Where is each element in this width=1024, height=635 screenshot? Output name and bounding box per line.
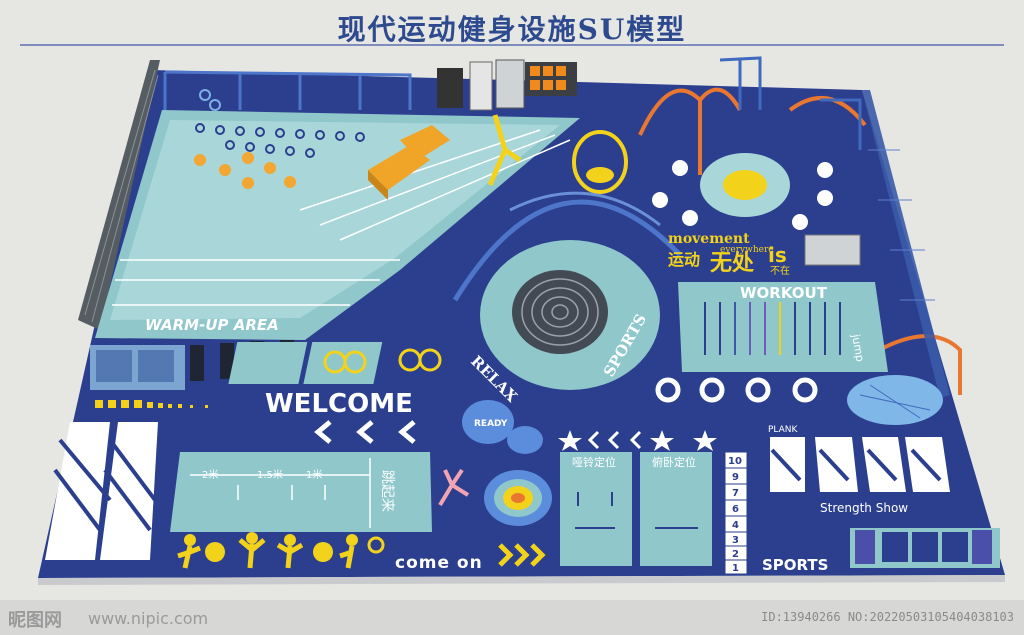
yaling-label: 哑铃定位 — [572, 455, 616, 469]
yundong-text: 运动 — [668, 250, 700, 269]
floor-letter-markers — [194, 152, 296, 189]
center-target-inner — [723, 170, 767, 200]
jumper-figure — [438, 468, 470, 507]
yellow-figures — [184, 532, 385, 562]
page-title: 现代运动健身设施SU模型 — [337, 13, 687, 46]
spinning-machine-base — [586, 167, 614, 183]
hop-10: 10 — [728, 456, 742, 467]
plyo-box-2 — [400, 125, 450, 160]
workout-panel — [678, 282, 888, 372]
distance-1m: 1米 — [306, 468, 322, 481]
fence-bars — [84, 69, 159, 323]
dot-strip — [95, 400, 208, 408]
workout-bars — [704, 302, 841, 355]
watermark-id: ID:13940266 NO:20220503105404038103 — [761, 610, 1014, 624]
blue-frames — [719, 56, 862, 150]
stripe-hatch-right — [770, 448, 942, 482]
stripe-hatch-left — [53, 438, 157, 532]
strength-mats — [882, 532, 968, 562]
statue-figure — [487, 114, 522, 186]
jump-far-label: 跳起来 — [379, 470, 395, 512]
right-fence — [862, 90, 950, 398]
strength-machines — [855, 530, 992, 564]
strength-show-label: Strength Show — [820, 501, 908, 515]
floor-ring-markers — [195, 123, 365, 158]
yellow-figure-bodies — [177, 538, 355, 569]
stripe-panels-left — [45, 422, 158, 560]
ready-label: READY — [474, 419, 508, 429]
central-arch — [452, 199, 682, 302]
chevron-row — [314, 420, 416, 444]
maze-rings — [521, 278, 599, 346]
hop-9: 9 — [732, 472, 739, 483]
ball-circle — [507, 426, 543, 454]
watermark-logo: 昵图网 — [8, 610, 62, 631]
title-underline — [20, 44, 1004, 46]
spinning-machine — [572, 130, 628, 194]
wuchu-text: 无处 — [710, 250, 754, 276]
sports-bottom-label: SPORTS — [762, 556, 828, 574]
long-jump-lines — [190, 458, 371, 528]
watermark-bar: 昵图网 www.nipic.com ID:13940266 NO:2022050… — [0, 600, 1024, 635]
hop-1: 1 — [732, 563, 739, 574]
net-lines — [859, 384, 931, 419]
bike-pad-2 — [303, 342, 383, 384]
small-chevrons — [587, 430, 642, 450]
ice-tub-2 — [138, 350, 174, 382]
target-center — [511, 493, 525, 503]
workout-label: WORKOUT — [740, 284, 828, 302]
kiosk-1 — [437, 68, 463, 108]
vending-machine — [495, 59, 525, 109]
fitness-plaza-render: RELAX SPORTS movement everywhere 运动 无处 i… — [38, 56, 1005, 585]
watermark-url: www.nipic.com — [88, 609, 209, 628]
ring-targets — [655, 377, 818, 403]
pullup-frames — [163, 70, 412, 110]
come-on-chevrons — [498, 543, 546, 567]
kiosk-2 — [469, 61, 493, 111]
plyo-box-1-side — [368, 170, 388, 200]
footprint-markers — [652, 160, 833, 230]
dumbbell-panel — [560, 452, 632, 566]
pushup-panel — [640, 452, 712, 566]
floor-edge — [38, 575, 1005, 585]
hop-2: 2 — [732, 549, 739, 560]
is-text: is — [768, 243, 787, 267]
hop-7: 7 — [732, 488, 739, 499]
dumbbell-marks — [575, 492, 698, 529]
welcome-label: WELCOME — [265, 389, 413, 419]
bike-pad-1 — [228, 342, 308, 384]
buzai-text: 不在 — [770, 265, 790, 277]
ready-circle — [462, 400, 514, 444]
everywhere-text: everywhere — [720, 245, 774, 255]
fuwo-label: 俯卧定位 — [652, 455, 696, 469]
screen-tiles — [530, 66, 566, 90]
star-row — [558, 430, 717, 451]
right-fence-grid — [868, 149, 935, 301]
come-on-label: come on — [395, 553, 483, 573]
jump-label: jump — [849, 332, 867, 363]
hop-3: 3 — [732, 535, 739, 546]
plank-label: PLANK — [768, 425, 799, 435]
movement-text: movement — [668, 231, 750, 247]
distance-2m: 2米 — [202, 468, 218, 481]
plyo-box-1 — [368, 145, 430, 190]
long-jump-mat — [170, 452, 432, 532]
hop-6: 6 — [732, 504, 739, 515]
swing-arch — [509, 191, 661, 227]
yellow-bikes — [323, 348, 442, 374]
track-lane-lines — [112, 129, 571, 306]
ice-tub-1 — [96, 350, 132, 382]
maze-platform — [512, 270, 608, 354]
distance-15m: 1.5米 — [257, 468, 283, 481]
hopscotch-numbers: 10 9 7 6 4 3 2 1 — [728, 456, 742, 574]
hopscotch — [724, 451, 748, 575]
rings — [199, 89, 221, 111]
sink-machine — [804, 234, 861, 266]
warmup-label: WARM-UP AREA — [145, 316, 279, 334]
hop-4: 4 — [732, 520, 739, 531]
net-platform — [847, 375, 943, 425]
